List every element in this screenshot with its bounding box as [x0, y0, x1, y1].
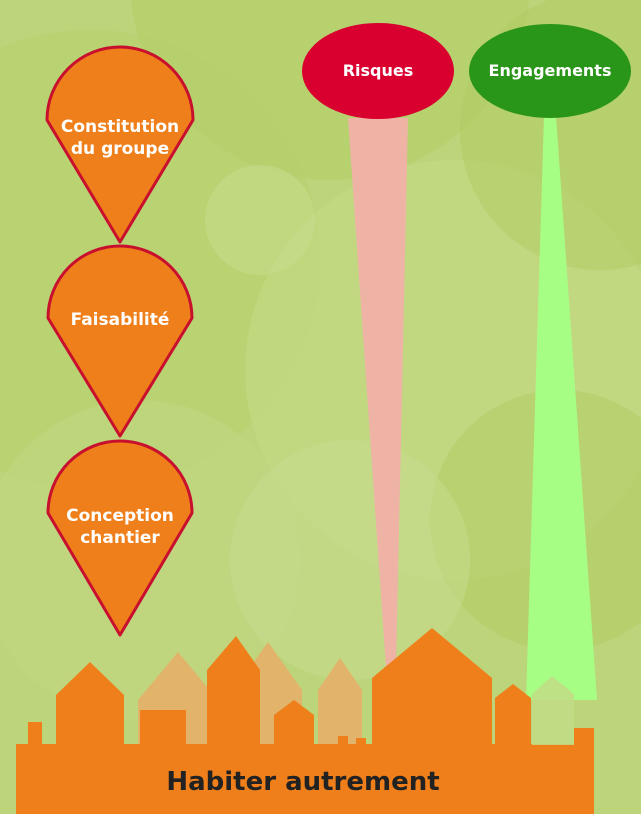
pin-faisabilite: [46, 244, 194, 438]
pin-conception-line1: Conception: [66, 505, 174, 526]
footer-title: Habiter autrement: [166, 767, 440, 797]
engagements-bubble: [469, 24, 631, 118]
pin-faisabilite-line1: Faisabilité: [70, 309, 170, 330]
pin-constitution-label: Constitution du groupe: [45, 108, 195, 168]
risques-beam: [348, 118, 408, 668]
risques-label: Risques: [342, 60, 414, 80]
risques-bubble: [302, 23, 454, 119]
engagements-label: Engagements: [488, 60, 612, 80]
faded-house-right: [532, 676, 574, 745]
city-skyline: [16, 628, 594, 814]
pin-constitution-line1: Constitution: [60, 116, 180, 137]
pin-faisabilite-label: Faisabilité: [45, 290, 195, 350]
pin-conception-line2: chantier: [80, 528, 160, 548]
engagements-beam: [526, 116, 597, 700]
small-windows: [282, 734, 366, 746]
pin-conception-label: Conception chantier: [45, 497, 195, 557]
pin-conception: [46, 439, 194, 637]
pin-constitution: [45, 45, 195, 244]
pin-constitution-line2: du groupe: [70, 139, 170, 159]
